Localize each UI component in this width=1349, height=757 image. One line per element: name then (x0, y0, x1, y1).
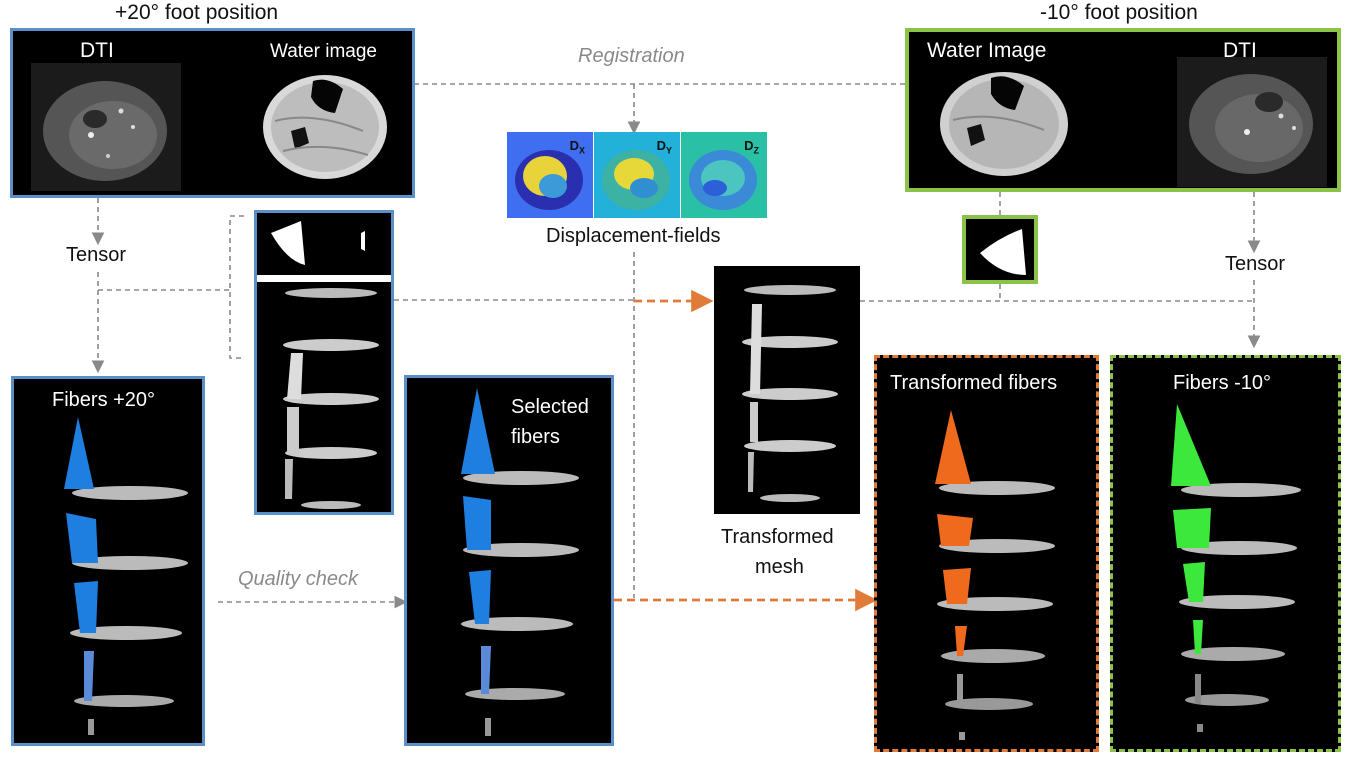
displacement-fields-image: DX DY DZ (507, 132, 767, 218)
displacement-x: DX (507, 132, 593, 218)
mask-bracket (229, 215, 244, 359)
transformed-mesh-line1: Transformed (721, 526, 834, 548)
transformed-fibers-panel: Transformed fibers (874, 355, 1099, 752)
tensor-left-label: Tensor (66, 244, 127, 266)
right-dti-label: DTI (1223, 39, 1257, 62)
dx-sub: X (578, 145, 585, 156)
quality-check-label: Quality check (238, 568, 359, 590)
tensor-right-label: Tensor (1225, 253, 1286, 275)
right-mask-image (980, 229, 1026, 275)
transformed-fibers-image (935, 410, 1055, 740)
dz-base: D (744, 138, 754, 153)
mask-mesh-image (257, 221, 391, 509)
left-image-panel: DTI Water image (10, 28, 415, 198)
dy-base: D (656, 138, 666, 153)
fibers-right-label: Fibers -10° (1173, 372, 1272, 394)
fibers-right-panel: Fibers -10° (1110, 355, 1341, 752)
fibers-left-label: Fibers +20° (52, 389, 156, 411)
selected-fibers-image (461, 388, 579, 736)
fibers-right-image (1171, 404, 1301, 732)
transformed-mesh-image (742, 285, 838, 502)
dy-sub: Y (665, 145, 672, 156)
right-mri-images (940, 57, 1327, 187)
displacement-y: DY (594, 132, 680, 218)
selected-fibers-line1: Selected (511, 396, 589, 418)
fibers-left-image (64, 417, 188, 735)
fibers-left-panel: Fibers +20° (11, 376, 205, 746)
right-water-label: Water Image (927, 39, 1047, 62)
left-mri-images (31, 63, 387, 191)
left-title: +20° foot position (115, 1, 279, 24)
right-mask-panel (962, 215, 1038, 284)
right-image-panel: Water Image DTI (905, 28, 1341, 192)
transformed-fibers-label: Transformed fibers (890, 372, 1058, 394)
left-dti-label: DTI (80, 39, 114, 62)
registration-label: Registration (578, 45, 685, 67)
right-title: -10° foot position (1040, 1, 1198, 24)
selected-fibers-panel: Selected fibers (404, 375, 614, 746)
transformed-mesh-panel (714, 266, 860, 514)
dx-base: D (569, 138, 579, 153)
selected-fibers-line2: fibers (511, 426, 560, 448)
left-water-label: Water image (270, 41, 377, 62)
transformed-mesh-line2: mesh (755, 556, 804, 578)
displacement-z: DZ (681, 132, 767, 218)
dz-sub: Z (753, 145, 760, 156)
displacement-caption: Displacement-fields (546, 225, 721, 247)
muscle-mask-panel (254, 210, 394, 515)
